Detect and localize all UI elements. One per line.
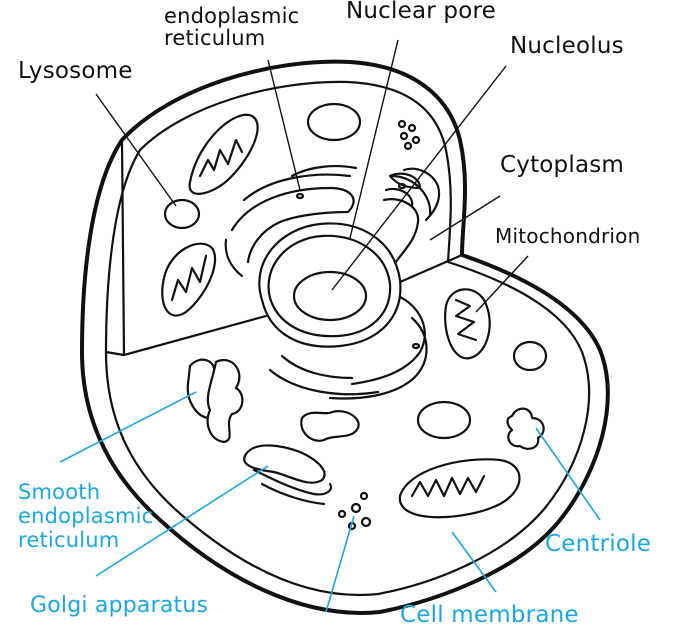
mitochondrion-top-left: [188, 113, 259, 195]
cell-membrane-inner-edge: [104, 80, 591, 597]
label-nucleolus: Nucleolus: [510, 33, 624, 59]
leader-mitochondrion: [475, 255, 529, 313]
label-smooth-er: Smooth endoplasmic reticulum: [18, 480, 154, 552]
smooth-er-shape: [186, 358, 360, 444]
vesicle-bottom: [416, 400, 472, 440]
rough-er-shape: [224, 164, 432, 400]
mitochondrion-right: [444, 288, 491, 360]
leader-cell-membrane: [451, 531, 497, 593]
centriole-shape: [506, 407, 545, 450]
label-lysosome: Lysosome: [18, 58, 133, 84]
cut-edge-vertical: [104, 138, 126, 357]
small-vesicles-top: [397, 119, 421, 151]
label-nuclear-pore: Nuclear pore: [346, 0, 497, 24]
leader-golgi: [95, 465, 269, 577]
leader-nuclear-pore: [349, 39, 399, 239]
leader-nucleolus: [331, 65, 507, 291]
cut-edge-right: [398, 253, 464, 284]
leader-rough-er: [267, 59, 301, 191]
nucleolus-shape: [292, 270, 368, 322]
cell-outer-wall: [80, 59, 610, 615]
label-cell-membrane: Cell membrane: [400, 602, 579, 628]
cut-edge-bottom-left: [122, 314, 268, 357]
small-vesicles-bottom: [337, 491, 372, 531]
leader-smooth-er: [59, 391, 197, 463]
golgi-apparatus-shape: [243, 444, 333, 506]
golgi-near-nucleus: [384, 167, 441, 222]
label-golgi-apparatus: Golgi apparatus: [30, 593, 209, 618]
leader-centriole: [535, 427, 601, 521]
mitochondrion-left: [161, 242, 217, 317]
mitochondrion-bottom: [398, 458, 521, 519]
leader-lysosome: [95, 93, 177, 207]
vesicle-top: [306, 102, 362, 142]
label-centriole: Centriole: [545, 531, 652, 557]
leader-cytoplasm: [429, 195, 501, 241]
leader-vesicle: [325, 515, 355, 613]
label-rough-er: endoplasmic reticulum: [164, 4, 300, 50]
vesicle-right: [512, 340, 548, 372]
lysosome-shape: [163, 198, 201, 230]
label-cytoplasm: Cytoplasm: [500, 152, 625, 178]
nucleus-shape: [258, 222, 402, 348]
label-mitochondrion: Mitochondrion: [495, 224, 641, 248]
